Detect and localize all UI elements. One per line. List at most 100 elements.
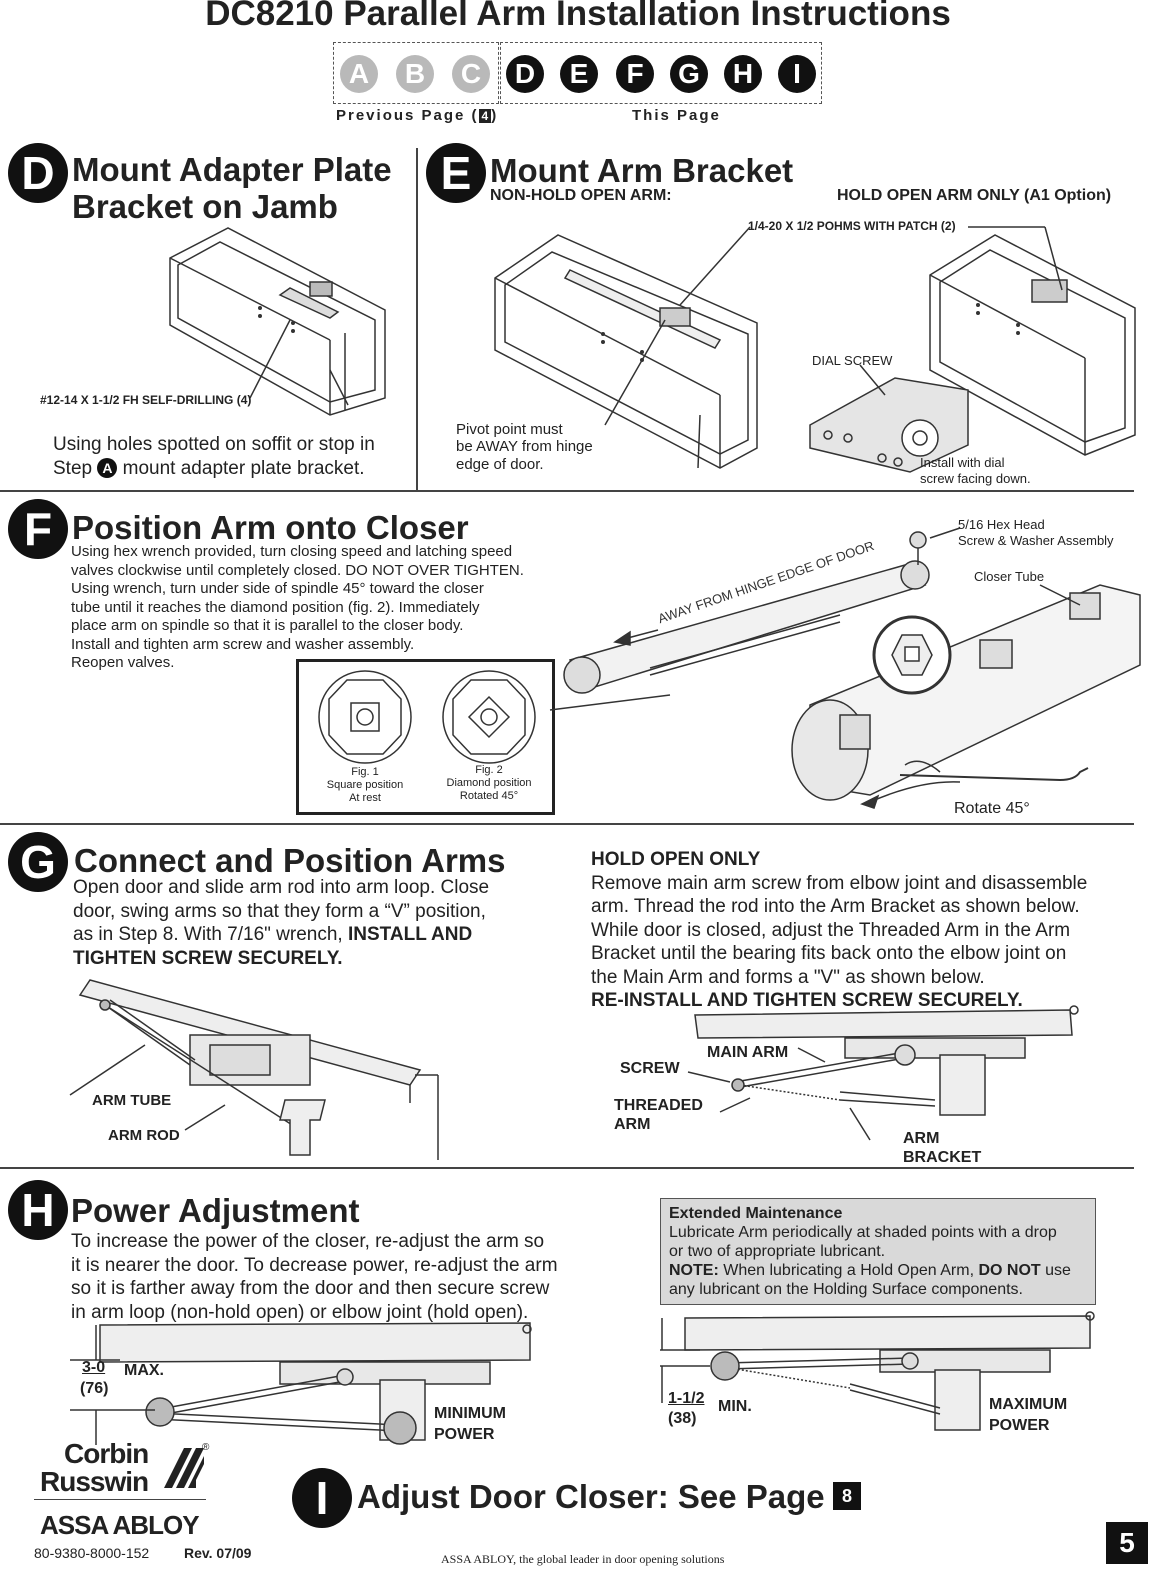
page-title: DC8210 Parallel Arm Installation Instruc… [205, 0, 951, 33]
previous-steps-box [333, 42, 499, 104]
page-number: 5 [1106, 1522, 1148, 1564]
threaded-arm-label-1: THREADED [614, 1097, 703, 1114]
hold-open-arm-illustration [687, 1005, 1079, 1141]
install-note-2: screw facing down. [920, 471, 1031, 486]
logo-divider [34, 1499, 206, 1500]
arm-bracket-illustration [494, 226, 1136, 473]
step-a-circle: A [340, 55, 378, 93]
section-divider-fg [0, 823, 1134, 825]
brand-mark-icon [164, 1448, 204, 1488]
arm-tube-label: ARM TUBE [92, 1092, 172, 1109]
hold-open-label: HOLD OPEN ARM ONLY (A1 Option) [837, 187, 1112, 204]
step-d-title-1: Mount Adapter Plate [72, 151, 392, 188]
step-b-circle: B [396, 55, 434, 93]
threaded-arm-label-2: ARM [614, 1116, 651, 1133]
arm-bracket-label-1: ARM [903, 1130, 940, 1147]
hold-open-title: HOLD OPEN ONLY [591, 849, 761, 870]
fig1-label: Fig. 1 [351, 766, 379, 778]
assa-abloy-logo: ASSA ABLOY [40, 1510, 200, 1540]
corbin-russwin-logo: Corbin Russwin ® [40, 1440, 210, 1496]
step-a-inline-circle: A [97, 458, 118, 478]
step-d-badge: D [8, 143, 68, 203]
d-e-divider [416, 148, 418, 490]
max-dimension-mm: (76) [80, 1380, 109, 1397]
step-f-badge: F [8, 499, 68, 559]
brand-line-2: Russwin [40, 1466, 149, 1497]
pivot-note-2: be AWAY from hinge [456, 438, 593, 455]
pivot-note-1: Pivot point must [456, 421, 563, 438]
step-i-badge: I [292, 1468, 352, 1528]
jamb-bracket-illustration [169, 227, 386, 416]
step-e-screw-label: 1/4-20 X 1/2 POHMS WITH PATCH (2) [748, 219, 956, 233]
fig1-desc: Square position [326, 779, 404, 791]
current-steps-box [500, 42, 822, 104]
hex-head-label-1: 5/16 Hex Head [958, 517, 1045, 532]
step-i-title: Adjust Door Closer: See Page [357, 1478, 825, 1515]
step-h-title: Power Adjustment [71, 1192, 360, 1229]
maximum-power-label-1: MAXIMUM [989, 1396, 1068, 1413]
screw-label: SCREW [620, 1060, 680, 1077]
fig2-state: Rotated 45° [459, 790, 519, 802]
min-label: MIN. [718, 1398, 752, 1415]
install-note-1: Install with dial [920, 455, 1005, 470]
step-g-instructions: Open door and slide arm rod into arm loo… [73, 877, 490, 969]
closer-arm-illustration [549, 527, 1141, 809]
step-i-page-ref: 8 [833, 1482, 861, 1510]
step-g-badge: G [8, 832, 68, 892]
step-d-screw-label: #12-14 X 1-1/2 FH SELF-DRILLING (4) [40, 393, 252, 407]
step-d-text-2: Step A mount adapter plate bracket. [53, 458, 365, 479]
step-f-instructions: Using hex wrench provided, turn closing … [71, 543, 524, 671]
min-dimension-mm: (38) [668, 1410, 697, 1427]
section-divider-gh [0, 1167, 1134, 1169]
maintenance-title: Extended Maintenance [669, 1205, 843, 1222]
step-i-circle: I [778, 55, 816, 93]
closer-tube-label: Closer Tube [974, 569, 1045, 584]
revision: Rev. 07/09 [184, 1545, 252, 1561]
minimum-power-label-2: POWER [434, 1426, 495, 1443]
hex-head-label-2: Screw & Washer Assembly [958, 533, 1114, 548]
hold-open-instructions: HOLD OPEN ONLY Remove main arm screw fro… [591, 848, 1151, 1013]
this-page-label: This Page [632, 107, 721, 124]
document-number: 80-9380-8000-152 [34, 1545, 150, 1561]
rotate-label: Rotate 45° [954, 800, 1030, 817]
arm-bracket-label-2: BRACKET [903, 1149, 982, 1166]
min-dimension: 1-1/2 [668, 1390, 705, 1407]
section-divider-ef [0, 490, 1134, 492]
minimum-power-label-1: MINIMUM [434, 1405, 506, 1422]
step-g-circle: G [670, 55, 708, 93]
step-e-title: Mount Arm Bracket [490, 152, 794, 189]
tagline: ASSA ABLOY, the global leader in door op… [441, 1552, 725, 1566]
step-d-title-2: Bracket on Jamb [72, 188, 338, 225]
fig1-state: At rest [349, 792, 381, 804]
step-h-instructions: To increase the power of the closer, re-… [71, 1231, 558, 1323]
step-f-title: Position Arm onto Closer [72, 509, 469, 546]
max-dimension: 3-0 [82, 1359, 106, 1376]
connect-arms-illustration [69, 979, 439, 1160]
step-e-circle: E [560, 55, 598, 93]
previous-page-label: Previous Page (4) [336, 107, 499, 124]
maximum-power-illustration [660, 1311, 1095, 1431]
step-d-circle: D [506, 55, 544, 93]
registered-mark: ® [202, 1442, 210, 1453]
fig2-label: Fig. 2 [475, 764, 503, 776]
spindle-figures-box: Fig. 1 Square position At rest Fig. 2 Di… [296, 659, 555, 815]
max-label: MAX. [124, 1362, 164, 1379]
minimum-power-illustration [70, 1322, 532, 1445]
dial-screw-label: DIAL SCREW [812, 353, 893, 368]
step-d-text-1: Using holes spotted on soffit or stop in [53, 434, 375, 455]
non-hold-open-label: NON-HOLD OPEN ARM: [490, 187, 672, 204]
pivot-note-3: edge of door. [456, 456, 544, 473]
step-e-badge: E [426, 143, 486, 203]
maximum-power-label-2: POWER [989, 1417, 1050, 1434]
brand-line-1: Corbin [64, 1438, 149, 1469]
fig2-desc: Diamond position [446, 777, 532, 789]
step-c-circle: C [452, 55, 490, 93]
previous-page-number: 4 [478, 109, 492, 123]
step-g-title: Connect and Position Arms [74, 842, 506, 879]
step-f-circle: F [616, 55, 654, 93]
extended-maintenance-box: Extended Maintenance Lubricate Arm perio… [660, 1198, 1096, 1305]
arm-rod-label: ARM ROD [108, 1127, 180, 1144]
main-arm-label: MAIN ARM [707, 1044, 789, 1061]
step-h-badge: H [8, 1180, 68, 1240]
step-h-circle: H [724, 55, 762, 93]
